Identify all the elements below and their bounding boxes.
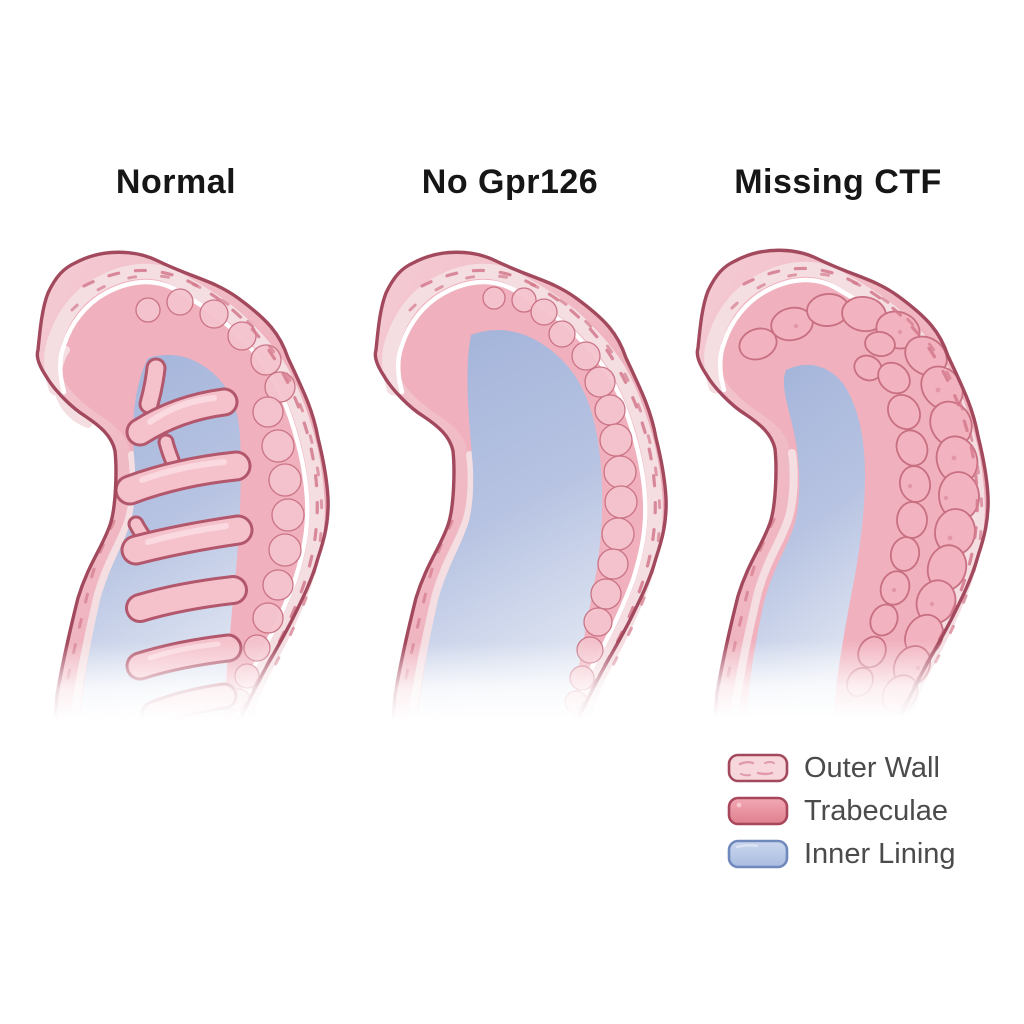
trabecular-lumps [135,288,305,712]
inner-lining-swatch-icon [727,839,789,869]
panel-title-missing-ctf: Missing CTF [734,163,942,201]
legend-label-trabeculae: Trabeculae [804,795,949,827]
outer-wall-swatch-icon [727,753,789,783]
no-gpr126-heart-svg [366,250,676,726]
panel-title-no-gpr126: No Gpr126 [421,163,599,201]
no-gpr126-heart-illustration [366,250,676,726]
missing-ctf-heart-illustration [688,248,998,724]
legend-item-trabeculae: Trabeculae [727,796,956,826]
legend: Outer Wall Trabeculae [727,753,956,882]
panel-title-normal: Normal [115,163,237,201]
legend-item-inner-lining: Inner Lining [727,839,956,869]
legend-label-outer-wall: Outer Wall [804,752,940,784]
trabeculae-swatch-icon [727,796,789,826]
missing-ctf-heart-svg [688,248,998,724]
normal-heart-illustration [28,250,338,728]
normal-heart-svg [28,250,338,728]
legend-label-inner-lining: Inner Lining [804,838,956,870]
legend-item-outer-wall: Outer Wall [727,753,956,783]
